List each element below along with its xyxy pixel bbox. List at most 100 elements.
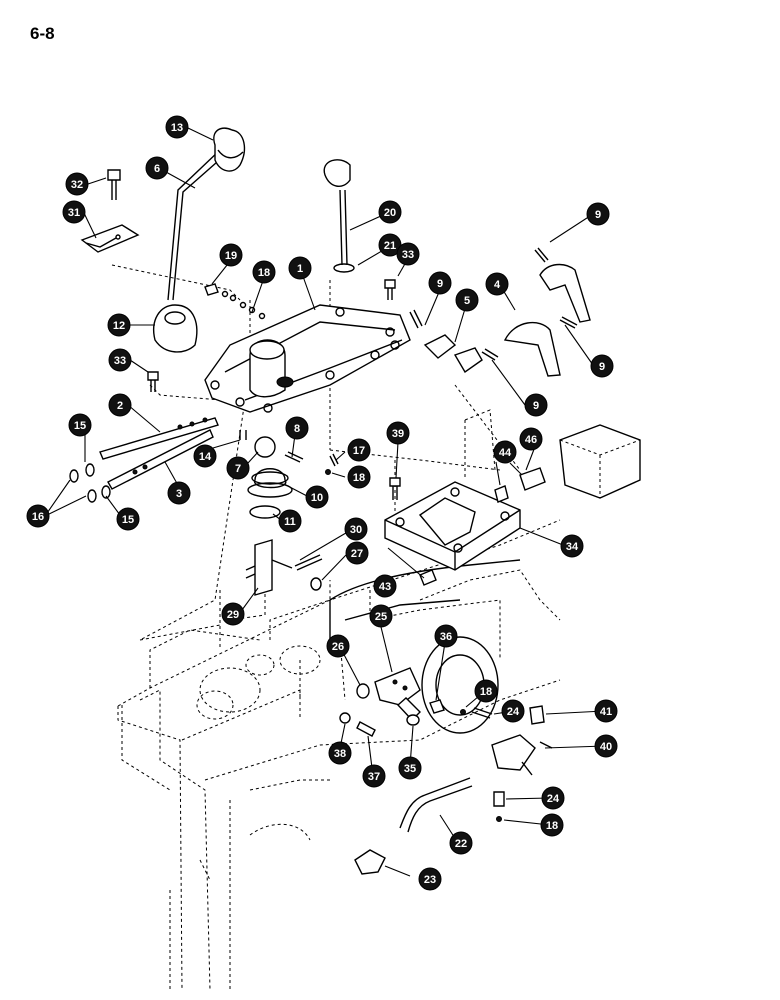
svg-text:41: 41: [600, 706, 612, 718]
callout-24: 24: [541, 786, 565, 810]
callout-43: 43: [373, 574, 397, 598]
callout-15: 15: [116, 507, 140, 531]
callout-23: 23: [418, 867, 442, 891]
shift-cover-housing: [204, 304, 411, 413]
svg-text:46: 46: [525, 434, 537, 446]
cap-screws: [147, 279, 396, 392]
side-cover: [384, 481, 521, 571]
svg-text:44: 44: [499, 447, 512, 459]
hydraulic-valve-block: [464, 409, 641, 503]
svg-text:30: 30: [350, 524, 362, 536]
callout-18: 18: [252, 260, 276, 284]
callout-9: 9: [586, 202, 610, 226]
svg-text:7: 7: [235, 463, 241, 475]
callout-7: 7: [226, 456, 250, 480]
svg-text:40: 40: [600, 741, 612, 753]
svg-text:2: 2: [117, 400, 123, 412]
svg-text:9: 9: [533, 400, 539, 412]
svg-text:19: 19: [225, 250, 237, 262]
svg-text:4: 4: [494, 279, 501, 291]
svg-text:22: 22: [455, 838, 467, 850]
callout-5: 5: [455, 288, 479, 312]
svg-text:9: 9: [595, 209, 601, 221]
svg-text:37: 37: [368, 771, 380, 783]
callout-33: 33: [396, 242, 420, 266]
callout-33: 33: [108, 348, 132, 372]
callout-18: 18: [474, 679, 498, 703]
callout-44: 44: [493, 440, 517, 464]
callout-2: 2: [108, 393, 132, 417]
svg-text:35: 35: [404, 763, 416, 775]
callout-19: 19: [219, 243, 243, 267]
svg-text:8: 8: [294, 423, 300, 435]
callout-9: 9: [524, 393, 548, 417]
callout-40: 40: [594, 734, 618, 758]
lever-plate: [80, 224, 140, 253]
detent-parts-lower: [460, 705, 553, 822]
svg-text:13: 13: [171, 122, 183, 134]
callout-27: 27: [345, 541, 369, 565]
callout-10: 10: [305, 485, 329, 509]
svg-text:3: 3: [176, 488, 182, 500]
svg-text:36: 36: [440, 631, 452, 643]
svg-text:27: 27: [351, 548, 363, 560]
callout-9: 9: [428, 271, 452, 295]
svg-text:5: 5: [464, 295, 470, 307]
callout-26: 26: [326, 634, 350, 658]
shift-forks: [409, 247, 591, 377]
svg-text:12: 12: [113, 320, 125, 332]
detent-spring: [325, 453, 339, 475]
svg-text:17: 17: [353, 445, 365, 457]
callout-41: 41: [594, 699, 618, 723]
plate-screw: [107, 169, 121, 200]
svg-text:21: 21: [384, 240, 396, 252]
callout-22: 22: [449, 831, 473, 855]
svg-text:15: 15: [74, 420, 86, 432]
svg-text:9: 9: [437, 278, 443, 290]
svg-text:33: 33: [402, 249, 414, 261]
callout-35: 35: [398, 756, 422, 780]
callout-6: 6: [145, 156, 169, 180]
shift-rails: [69, 417, 247, 503]
svg-text:10: 10: [311, 492, 323, 504]
interlock-bracket: [245, 539, 323, 596]
callout-15: 15: [68, 413, 92, 437]
svg-text:20: 20: [384, 207, 396, 219]
callout-32: 32: [65, 172, 89, 196]
callout-18: 18: [347, 465, 371, 489]
callout-34: 34: [560, 534, 584, 558]
svg-text:34: 34: [566, 541, 579, 553]
svg-text:6: 6: [154, 163, 160, 175]
callout-25: 25: [369, 604, 393, 628]
callout-24: 24: [501, 699, 525, 723]
callout-31: 31: [62, 200, 86, 224]
svg-text:26: 26: [332, 641, 344, 653]
svg-text:9: 9: [599, 361, 605, 373]
svg-text:18: 18: [258, 267, 270, 279]
svg-text:18: 18: [353, 472, 365, 484]
callout-16: 16: [26, 504, 50, 528]
callout-14: 14: [193, 444, 217, 468]
svg-text:18: 18: [546, 820, 558, 832]
svg-text:14: 14: [199, 451, 212, 463]
svg-text:43: 43: [379, 581, 391, 593]
control-lever-assembly: [339, 667, 445, 737]
svg-text:11: 11: [284, 516, 296, 528]
callout-8: 8: [285, 416, 309, 440]
callout-12: 12: [107, 313, 131, 337]
svg-text:25: 25: [375, 611, 387, 623]
svg-text:38: 38: [334, 748, 346, 760]
callout-9: 9: [590, 354, 614, 378]
hose-and-cap: [354, 777, 473, 875]
cover-bolts: [389, 477, 437, 586]
shift-boot: [153, 304, 198, 353]
callout-46: 46: [519, 427, 543, 451]
svg-text:24: 24: [507, 706, 520, 718]
callout-18: 18: [540, 813, 564, 837]
callout-17: 17: [347, 438, 371, 462]
gear-shift-lever: [167, 127, 246, 301]
callout-11: 11: [278, 509, 302, 533]
callout-20: 20: [378, 200, 402, 224]
page-number: 6-8: [30, 24, 55, 43]
